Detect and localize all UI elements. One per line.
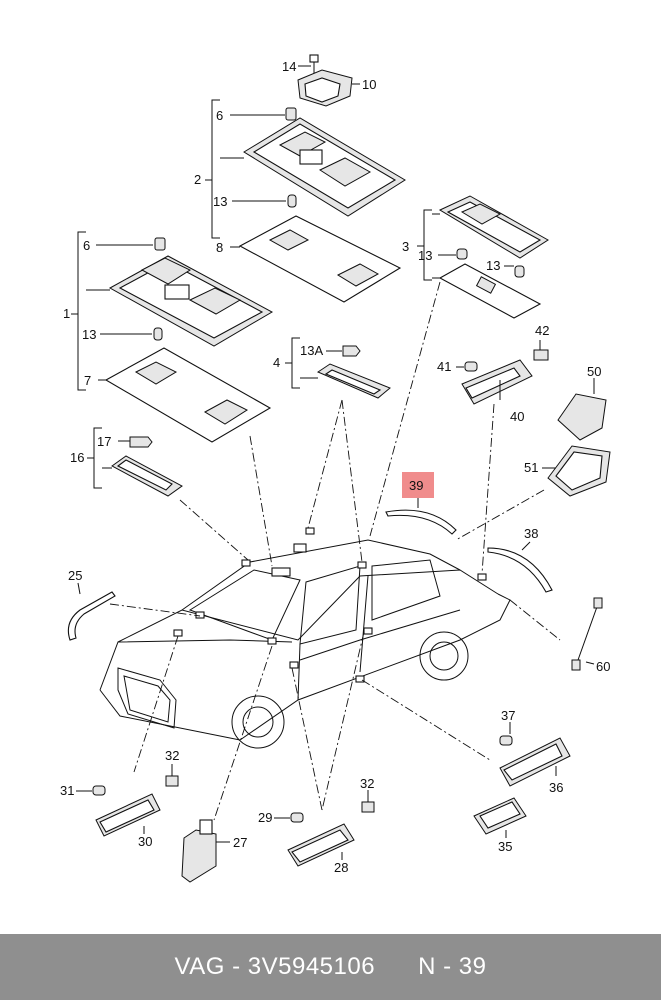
footer-brand: VAG [174,953,225,980]
callout-40: 40 [510,409,524,424]
callout-50: 50 [587,364,601,379]
leader-lines [109,281,561,821]
callout-28: 28 [334,860,348,875]
car-body [99,527,511,749]
bracket-group-2 [205,99,220,239]
callout-39: 39 [409,478,423,493]
callout-16: 16 [70,450,84,465]
lamp-16 [102,455,183,497]
callout-38: 38 [524,526,538,541]
clip-6-left [96,237,166,251]
footer-part-number: 3V5945106 [247,953,376,980]
highlight-39-box [402,472,434,498]
panel-7 [98,347,272,443]
bracket-group-3 [417,209,432,281]
callout-4: 4 [273,355,280,370]
part-number-footer: VAG - 3V5945106 N - 39 [0,934,661,1000]
bulb-13-left [100,327,163,341]
panel-8 [230,215,402,303]
callout-6-top: 6 [216,108,223,123]
lamp-35 [473,797,527,838]
callout-32-center: 32 [360,776,374,791]
lamp-40 [461,359,533,405]
bracket-group-4 [285,337,300,389]
reading-lamp-4 [300,363,391,399]
callout-51: 51 [524,460,538,475]
callout-36: 36 [549,780,563,795]
callout-60: 60 [596,659,610,674]
footer-separator: - [224,953,248,980]
housing-51 [542,445,611,497]
callout-7: 7 [84,373,91,388]
console-housing-3 [432,195,549,259]
callout-6-left: 6 [83,238,90,253]
bulb-13A [326,345,361,357]
bulb-17 [118,436,153,448]
callout-31: 31 [60,783,74,798]
callout-41: 41 [437,359,451,374]
console-housing-1 [86,255,274,347]
callout-37: 37 [501,708,515,723]
console-housing-2 [220,117,406,217]
footer-ref: N - 39 [418,953,487,980]
callout-32-left: 32 [165,748,179,763]
callout-2: 2 [194,172,201,187]
cable-25 [67,582,116,641]
callout-13-right-a: 13 [418,248,432,263]
callout-27: 27 [233,835,247,850]
bulb-37 [499,722,513,746]
callout-17: 17 [97,434,111,449]
cover-50 [557,378,607,441]
callout-29: 29 [258,810,272,825]
bulb-13-top [232,194,297,208]
callout-30: 30 [138,834,152,849]
socket-32-left [165,764,179,787]
callout-35: 35 [498,839,512,854]
cable-60 [571,597,603,671]
switch-27 [181,819,230,883]
lamp-30 [95,793,161,837]
lamp-28 [287,823,355,867]
trim-strip-38 [487,547,553,593]
bulb-41 [456,361,478,372]
callout-14: 14 [282,59,296,74]
socket-42 [533,340,549,361]
bulb-29 [274,812,304,823]
callout-13-right-b: 13 [486,258,500,273]
callout-13-left: 13 [82,327,96,342]
socket-32-center [361,790,375,813]
callout-42: 42 [535,323,549,338]
bracket-10 [297,69,360,107]
bracket-group-16 [87,427,102,489]
callout-10: 10 [362,77,376,92]
callout-25: 25 [68,568,82,583]
callout-13-top: 13 [213,194,227,209]
callout-8: 8 [216,240,223,255]
panel-3-lower [432,263,542,319]
footer-gap [375,953,418,981]
bulb-31 [76,785,106,796]
callout-1: 1 [63,306,70,321]
clip-6-top [230,107,297,121]
lamp-36 [499,737,571,787]
callout-13A: 13A [300,343,323,358]
bracket-group-1 [71,231,86,391]
bulb-13-right-b [504,265,525,278]
exploded-parts-diagram: 2 14 10 6 13 8 [60,54,611,883]
trim-strip-39 [385,509,457,535]
bulb-13-right-a [438,248,468,260]
callout-3: 3 [402,239,409,254]
